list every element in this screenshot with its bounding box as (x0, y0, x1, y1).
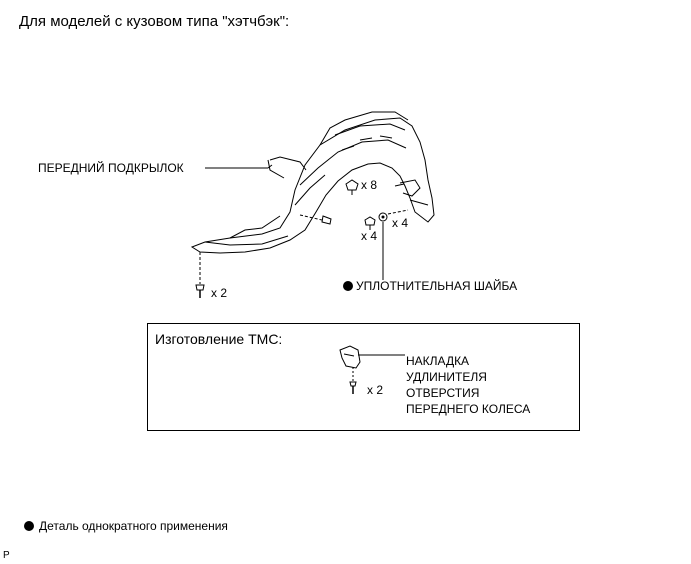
clip-quantity-x8: x 8 (361, 178, 378, 192)
clip-x8-icon (345, 179, 359, 195)
non-reusable-bullet-icon (343, 281, 353, 291)
clip-quantity-x4-left: x 4 (361, 229, 378, 243)
clip-x4-left-icon (364, 216, 376, 230)
tmc-manufacture-box (147, 323, 580, 431)
legend-text: Деталь однократного применения (39, 519, 228, 533)
washer-quantity-x4-right: x 4 (392, 216, 409, 230)
extension-pad-label-line: ПЕРЕДНЕГО КОЛЕСА (406, 402, 531, 416)
tmc-box-title: Изготовление TMC: (155, 331, 283, 347)
screw-middle-icon (299, 214, 332, 225)
corner-mark: P (3, 550, 10, 561)
fender-liner-illustration (190, 111, 435, 254)
screw-bottom-left-icon (195, 252, 205, 298)
page-heading: Для моделей с кузовом типа "хэтчбэк": (19, 13, 290, 30)
washer-screw-icon (378, 209, 409, 222)
legend-bullet-icon (24, 521, 34, 531)
fender-liner-label: ПЕРЕДНИЙ ПОДКРЫЛОК (38, 161, 184, 175)
extension-pad-label: НАКЛАДКА УДЛИНИТЕЛЯ ОТВЕРСТИЯ ПЕРЕДНЕГО … (406, 353, 530, 417)
pad-screw-quantity-x2: x 2 (367, 383, 384, 397)
extension-pad-label-line: ОТВЕРСТИЯ (406, 386, 480, 400)
extension-pad-icon (339, 345, 405, 394)
screw-quantity-x2: x 2 (211, 286, 228, 300)
washer-label: УПЛОТНИТЕЛЬНАЯ ШАЙБА (356, 279, 518, 293)
extension-pad-label-line: НАКЛАДКА (406, 354, 470, 368)
extension-pad-label-line: УДЛИНИТЕЛЯ (406, 370, 487, 384)
